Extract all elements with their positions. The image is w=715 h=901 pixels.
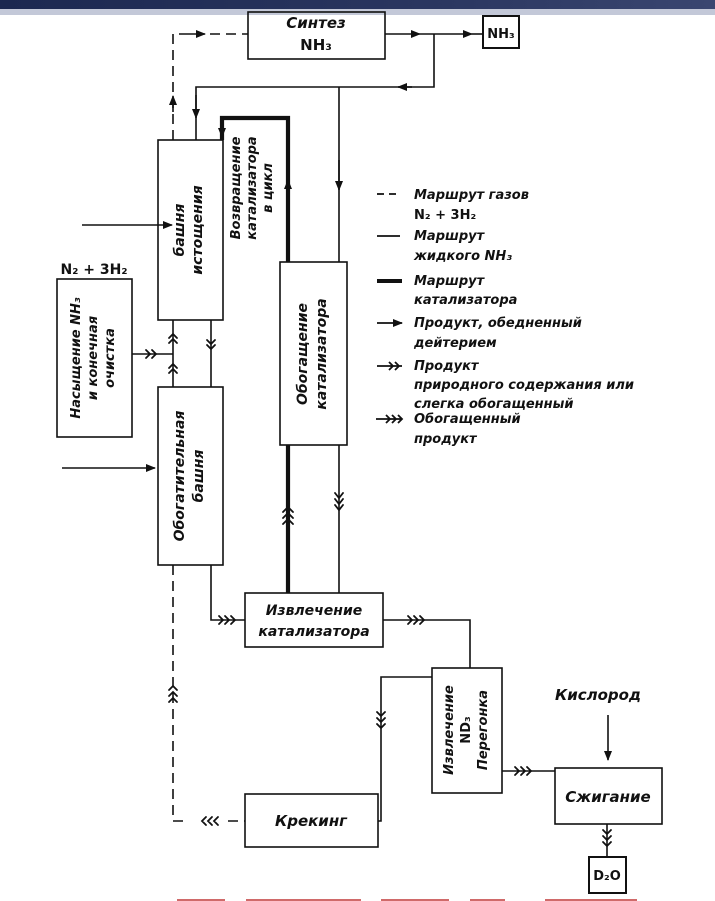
- d2o-product-label: D₂O: [593, 869, 621, 884]
- footer-accent-bar-2: [246, 899, 361, 901]
- catalyst-enrichment-label-2: катализатора: [314, 298, 330, 409]
- depletion-tower-label-1: башня: [172, 204, 188, 257]
- enrichment-tower-box: [157, 386, 224, 566]
- combustion-box: [554, 767, 663, 825]
- legend-item-5-line3: слегка обогащенный: [414, 397, 573, 412]
- nd3-extraction-label-2: ND₃: [459, 716, 474, 743]
- legend-item-6-line2: продукт: [414, 432, 478, 447]
- legend-item-1-line1: Маршрут газов: [414, 188, 529, 203]
- legend-item-1-line2: N₂ + 3H₂: [414, 208, 476, 223]
- catalyst-return-label-1: Возвращение: [229, 136, 244, 239]
- synthesis-label-1: Синтез: [286, 14, 346, 32]
- saturation-label-3: очистка: [103, 328, 118, 388]
- footer-accent-bar-3: [381, 899, 449, 901]
- nd3-extraction-label-3: Перегонка: [476, 690, 491, 770]
- catalyst-return-label-3: в цикл: [261, 163, 276, 213]
- legend-item-2-line2: жидкого NH₃: [413, 249, 512, 264]
- oxygen-label: Кислород: [555, 686, 641, 704]
- legend-item-6-line1: Обогащенный: [414, 412, 521, 427]
- legend: Маршрут газов N₂ + 3H₂ Маршрут жидкого N…: [413, 188, 634, 447]
- legend-item-3-line2: катализатора: [414, 293, 517, 308]
- nh3-product-box: [482, 15, 520, 49]
- header-bar: [0, 0, 715, 9]
- cracking-label: Крекинг: [275, 812, 348, 830]
- footer-accent-bar-1: [177, 899, 225, 901]
- footer-accent-bar-4: [470, 899, 505, 901]
- legend-double-arrow-symbol: [377, 361, 402, 371]
- legend-item-3-line1: Маршрут: [414, 274, 486, 289]
- catalyst-enrichment-box: [279, 261, 348, 446]
- combustion-label: Сжигание: [565, 788, 650, 806]
- enrichment-tower-label-1: Обогатительная: [172, 411, 188, 542]
- nh3-product-label: NH₃: [487, 27, 514, 42]
- synthesis-box: [247, 11, 386, 60]
- catalyst-return-label-2: катализатора: [245, 136, 260, 239]
- nd3-extraction-box: [431, 667, 503, 794]
- saturation-top-label: N₂ + 3H₂: [61, 262, 128, 278]
- legend-item-5-line2: природного содержания или: [414, 378, 634, 393]
- depletion-tower-label-2: истощения: [190, 185, 206, 274]
- flow-chevrons: [145, 332, 612, 848]
- catalyst-extraction-label-2: катализатора: [258, 624, 369, 640]
- saturation-box: [56, 278, 133, 438]
- footer-accent-bar-5: [545, 899, 637, 901]
- enrichment-tower-label-2: башня: [191, 450, 207, 503]
- legend-item-4-line1: Продукт, обедненный: [414, 316, 582, 331]
- legend-triple-arrow-symbol: [376, 414, 404, 424]
- saturation-label-1: Насыщение NH₃: [69, 297, 84, 418]
- synthesis-label-2: NH₃: [300, 36, 332, 54]
- legend-item-5-line1: Продукт: [414, 359, 480, 374]
- catalyst-enrichment-label-1: Обогащение: [295, 303, 311, 405]
- legend-item-2-line1: Маршрут: [414, 229, 486, 244]
- legend-symbols: [376, 193, 404, 424]
- catalyst-extraction-label-1: Извлечение: [266, 603, 363, 619]
- saturation-label-2: и конечная: [86, 316, 101, 400]
- nd3-extraction-label-1: Извлечение: [442, 685, 457, 775]
- depletion-tower-box: [157, 139, 224, 321]
- legend-item-4-line2: дейтерием: [413, 336, 497, 351]
